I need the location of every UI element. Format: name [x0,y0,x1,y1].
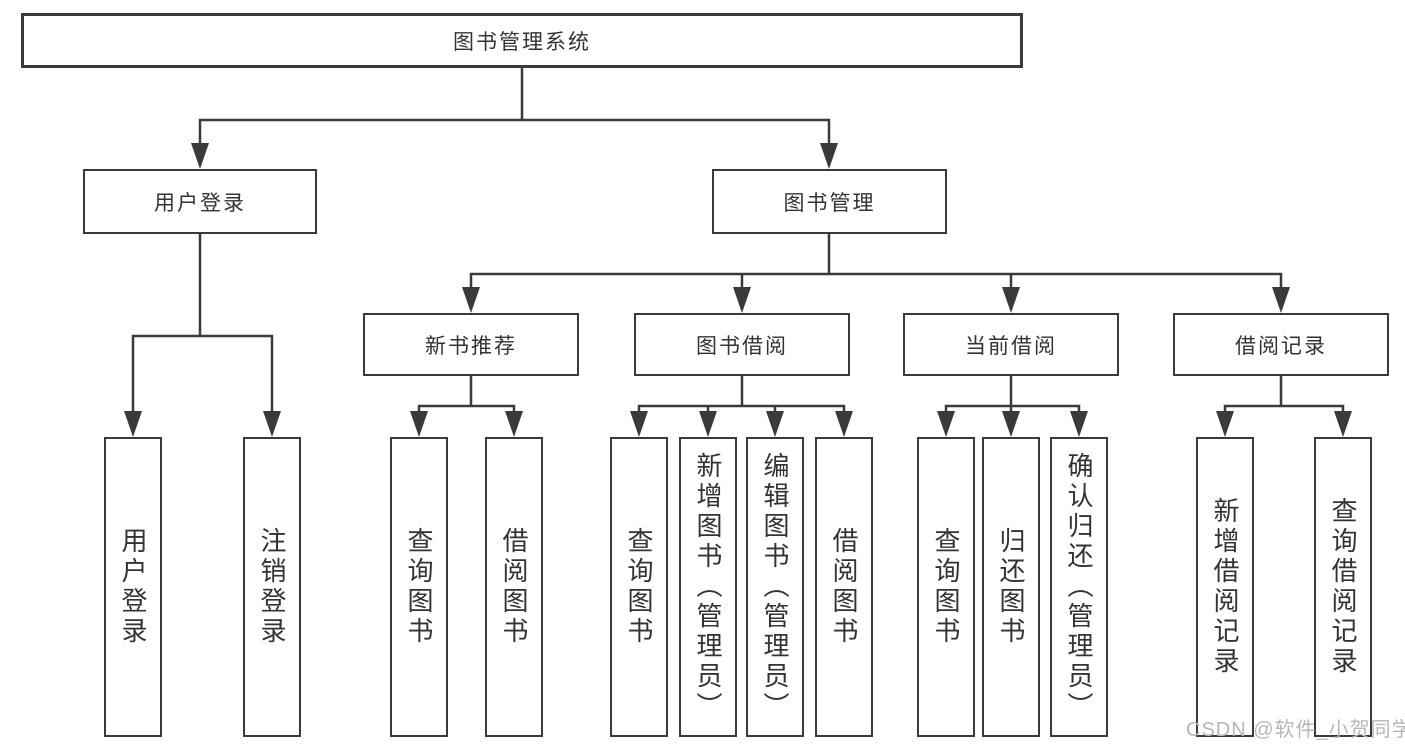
leaf-label: 借阅图书 [829,527,859,647]
leaf-borrow-book-recommend: 借阅图书 [485,437,543,737]
leaf-label: 查询图书 [931,527,961,647]
leaf-query-borrow-record: 查询借阅记录 [1314,437,1372,737]
arrow-down-icon [733,287,751,313]
arrow-down-icon [835,411,853,437]
node-label: 图书管理 [783,191,876,215]
arrow-down-icon [820,143,838,169]
leaf-label: 归还图书 [996,527,1026,647]
csdn-watermark: CSDN @软件_小贺同学 [1186,719,1405,741]
node-label: 图书借阅 [696,334,788,358]
leaf-label: 注销登录 [257,527,287,647]
arrow-down-icon [937,411,955,437]
arrow-down-icon [410,411,428,437]
leaf-label: 确认归还（管理员） [1064,452,1094,722]
leaf-user-login: 用户登录 [104,437,162,737]
leaf-label: 用户登录 [118,527,148,647]
node-label: 图书管理系统 [453,30,591,54]
arrow-down-icon [1002,287,1020,313]
node-current-borrow: 当前借阅 [903,313,1119,376]
node-label: 用户登录 [154,191,246,215]
node-label: 新书推荐 [425,334,517,358]
node-label: 借阅记录 [1235,334,1327,358]
arrow-down-icon [1002,411,1020,437]
leaf-label: 编辑图书（管理员） [760,452,790,722]
arrow-down-icon [1334,411,1352,437]
node-new-book-recommend: 新书推荐 [363,313,579,376]
arrow-down-icon [462,287,480,313]
leaf-label: 新增图书（管理员） [693,452,723,722]
arrow-down-icon [630,411,648,437]
leaf-label: 查询借阅记录 [1328,497,1358,677]
arrowheads-group [124,143,1352,437]
arrow-down-icon [124,411,142,437]
node-user-login: 用户登录 [83,169,317,234]
node-library-management-system: 图书管理系统 [21,13,1023,68]
arrow-down-icon [263,411,281,437]
leaf-logout: 注销登录 [243,437,301,737]
leaf-return-book: 归还图书 [982,437,1040,737]
leaf-add-book-admin: 新增图书（管理员） [679,437,737,737]
arrow-down-icon [1272,287,1290,313]
leaf-confirm-return-admin: 确认归还（管理员） [1050,437,1108,737]
leaf-query-book-borrow: 查询图书 [610,437,668,737]
leaf-borrow-book: 借阅图书 [815,437,873,737]
node-label: 当前借阅 [965,334,1057,358]
leaf-label: 借阅图书 [499,527,529,647]
arrow-down-icon [766,411,784,437]
connector-lines [131,66,1345,416]
leaf-edit-book-admin: 编辑图书（管理员） [746,437,804,737]
leaf-add-borrow-record: 新增借阅记录 [1196,437,1254,737]
arrow-down-icon [1216,411,1234,437]
node-book-management: 图书管理 [712,169,947,234]
leaf-query-book-current: 查询图书 [917,437,975,737]
leaf-label: 查询图书 [624,527,654,647]
leaf-query-book-recommend: 查询图书 [390,437,448,737]
arrow-down-icon [505,411,523,437]
arrow-down-icon [1070,411,1088,437]
node-book-borrow: 图书借阅 [634,313,850,376]
arrow-down-icon [699,411,717,437]
leaf-label: 查询图书 [404,527,434,647]
node-borrow-records: 借阅记录 [1173,313,1389,376]
arrow-down-icon [191,143,209,169]
leaf-label: 新增借阅记录 [1210,497,1240,677]
